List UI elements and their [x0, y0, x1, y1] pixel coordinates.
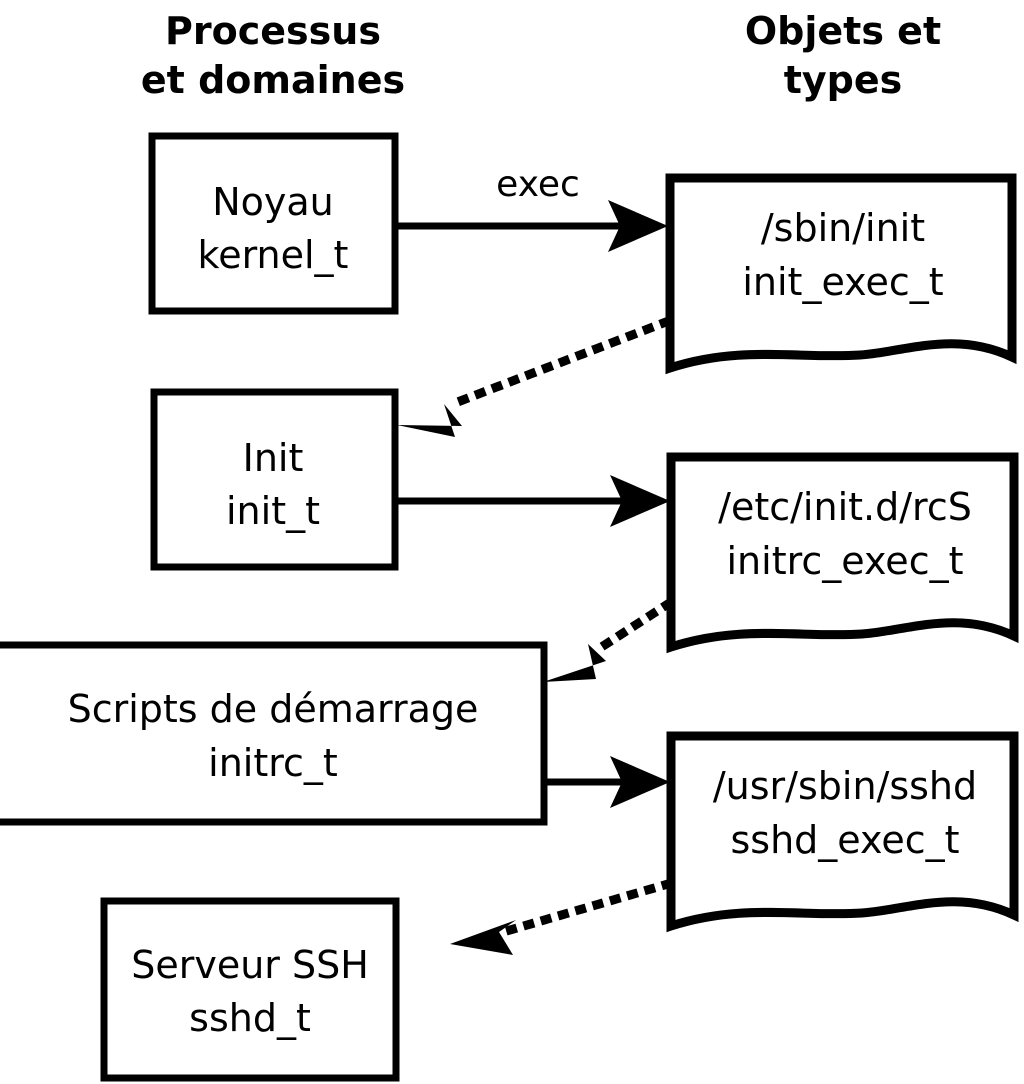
node-initrc-box[interactable]	[0, 641, 548, 826]
node-sshd[interactable]: Serveur SSH sshd_t	[100, 897, 400, 1082]
edge-init-exec-to-init-arrowhead	[397, 404, 462, 437]
node-sshd-line2: sshd_t	[189, 996, 311, 1040]
node-initrc-exec-line2: initrc_exec_t	[727, 539, 964, 583]
column-header-processes: Processus et domaines	[141, 9, 405, 102]
edge-init-exec-to-init	[397, 316, 672, 437]
column-header-objects-line2: types	[784, 58, 903, 102]
node-sshd-exec-line2: sshd_exec_t	[730, 818, 959, 862]
node-init-box[interactable]	[150, 388, 399, 571]
node-sshd-box[interactable]	[100, 897, 400, 1082]
edge-initrc-to-sshd-exec	[543, 756, 670, 808]
node-kernel-box[interactable]	[148, 132, 399, 315]
node-sshd-line1: Serveur SSH	[131, 943, 369, 987]
edge-init-to-initrc-exec-arrowhead	[610, 475, 670, 527]
node-init-exec-line2: init_exec_t	[742, 260, 943, 304]
edge-initrc-to-sshd-exec-arrowhead	[610, 756, 670, 808]
node-initrc[interactable]: Scripts de démarrage initrc_t	[0, 641, 548, 826]
node-initrc-line1: Scripts de démarrage	[68, 687, 479, 731]
node-initrc-line2: initrc_t	[208, 741, 338, 785]
edge-init-to-initrc-exec	[394, 475, 670, 527]
node-init-exec-line1: /sbin/init	[761, 206, 925, 250]
column-header-processes-line1: Processus	[165, 9, 381, 53]
column-header-processes-line2: et domaines	[141, 58, 405, 102]
node-init-exec[interactable]: /sbin/init init_exec_t	[665, 173, 1017, 375]
node-init-line2: init_t	[226, 489, 320, 533]
node-sshd-exec-line1: /usr/sbin/sshd	[713, 764, 977, 808]
edge-init-exec-to-init-line	[449, 316, 672, 409]
edge-kernel-to-init-exec: exec	[396, 164, 668, 252]
node-init-exec-document[interactable]	[665, 173, 1017, 375]
node-sshd-exec[interactable]: /usr/sbin/sshd sshd_exec_t	[666, 731, 1019, 933]
edge-initrc-exec-to-initrc-line	[593, 597, 675, 655]
edge-label-exec: exec	[496, 164, 580, 205]
edge-initrc-exec-to-initrc	[543, 597, 675, 682]
node-kernel-line2: kernel_t	[198, 233, 349, 277]
node-init-line1: Init	[243, 436, 304, 480]
node-init[interactable]: Init init_t	[150, 388, 399, 571]
node-sshd-exec-document[interactable]	[666, 731, 1019, 933]
node-kernel-line1: Noyau	[212, 180, 334, 224]
edge-initrc-exec-to-initrc-arrowhead	[543, 644, 606, 682]
edge-kernel-to-init-exec-arrowhead	[608, 200, 668, 252]
node-initrc-exec-document[interactable]	[666, 452, 1019, 654]
edge-sshd-exec-to-sshd	[450, 878, 674, 955]
node-kernel[interactable]: Noyau kernel_t	[148, 132, 399, 315]
node-initrc-exec[interactable]: /etc/init.d/rcS initrc_exec_t	[666, 452, 1019, 654]
edge-sshd-exec-to-sshd-arrowhead	[450, 920, 516, 955]
column-header-objects-line1: Objets et	[745, 9, 941, 53]
edge-sshd-exec-to-sshd-line	[504, 878, 674, 936]
node-initrc-exec-line1: /etc/init.d/rcS	[718, 485, 972, 529]
column-header-objects: Objets et types	[745, 9, 941, 102]
